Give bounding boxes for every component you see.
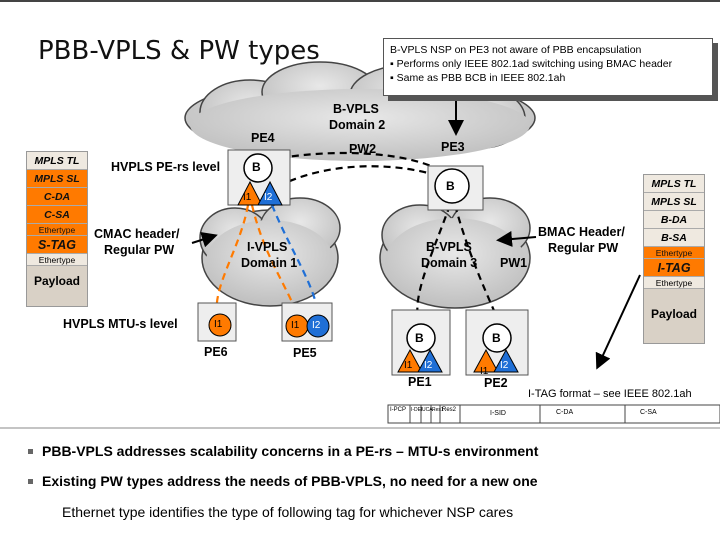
pw2-label: PW2 [349, 142, 377, 156]
page-title: PBB-VPLS & PW types [38, 36, 320, 66]
pe4-i1-label: I1 [243, 192, 252, 203]
hvpls-pers-label: HVPLS PE-rs level [111, 160, 221, 174]
bullet-text: Existing PW types address the needs of P… [42, 473, 538, 489]
stack-cell: S-TAG [27, 236, 87, 254]
itag-field: C-SA [640, 409, 657, 416]
stack-cell: MPLS TL [644, 175, 704, 193]
pe6-label: PE6 [204, 345, 228, 359]
stack-cell: C-DA [27, 188, 87, 206]
stack-payload: Payload [650, 307, 698, 321]
info-line-3: ▪ Same as PBB BCB in IEEE 802.1ah [390, 72, 566, 84]
cloud-top-line2: Domain 2 [329, 118, 386, 132]
itag-field: C-DA [556, 409, 574, 416]
stack-cell: MPLS SL [27, 170, 87, 188]
cmac-label-2: Regular PW [104, 243, 175, 257]
pe1-b-label: B [415, 331, 424, 345]
pe4-node [227, 149, 291, 206]
cloud-left-line1: I-VPLS [247, 240, 288, 254]
pe5-node [281, 302, 333, 342]
stack-payload: Payload [33, 274, 81, 288]
pe2-i1-label: I1 [480, 366, 489, 377]
itag-format-label: I-TAG format – see IEEE 802.1ah [528, 388, 692, 400]
cloud-b-vpls-domain-3 [379, 197, 531, 309]
pe6-i1-label: I1 [214, 319, 223, 330]
itag-field: Res1 [432, 407, 444, 413]
pw1-label: PW1 [500, 256, 528, 270]
itag-field: I-SID [490, 410, 506, 417]
pe3-node [427, 165, 484, 211]
pe2-label: PE2 [484, 376, 508, 390]
stack-cell: Ethertype [644, 247, 704, 259]
itag-field: I-DEI [411, 407, 423, 413]
itag-field: I-PCP [390, 407, 407, 413]
bmac-label-1: BMAC Header/ [538, 225, 625, 239]
itag-field: UCA [422, 407, 433, 413]
stack-cell: Ethertype [27, 254, 87, 266]
stack-cell: B-SA [644, 229, 704, 247]
cloud-top-line1: B-VPLS [333, 102, 379, 116]
cloud-right-line2: Domain 3 [421, 256, 478, 270]
info-line-1: B-VPLS NSP on PE3 not aware of PBB encap… [390, 44, 642, 56]
pe4-i2-label: I2 [264, 192, 273, 203]
pe2-node [465, 309, 529, 376]
cloud-left-line2: Domain 1 [241, 256, 298, 270]
pe5-label: PE5 [293, 346, 317, 360]
sub-text: Ethernet type identifies the type of fol… [62, 504, 514, 520]
pe4-label: PE4 [251, 131, 275, 145]
stack-cell: C-SA [27, 206, 87, 224]
cmac-label-1: CMAC header/ [94, 227, 180, 241]
pe3-label: PE3 [441, 140, 465, 154]
pe2-b-label: B [492, 331, 501, 345]
pe3-b-label: B [446, 179, 455, 193]
pe5-i1-label: I1 [291, 320, 300, 331]
top-rule [0, 0, 720, 2]
stack-cell: I-TAG [644, 259, 704, 277]
hvpls-mtus-label: HVPLS MTU-s level [63, 317, 178, 331]
pe1-label: PE1 [408, 375, 432, 389]
bullet-marker [28, 449, 33, 454]
itag-format-table-lines [387, 404, 720, 424]
info-callout: B-VPLS NSP on PE3 not aware of PBB encap… [383, 38, 713, 96]
pe2-i2-label: I2 [500, 360, 509, 371]
pe5-i2-label: I2 [312, 320, 321, 331]
bullet-text: PBB-VPLS addresses scalability concerns … [42, 443, 539, 459]
left-header-stack: MPLS TL MPLS SL C-DA C-SA Ethertype S-TA… [26, 151, 88, 307]
pe6-node [197, 302, 237, 342]
stack-cell: Ethertype [27, 224, 87, 236]
bmac-label-2: Regular PW [548, 241, 619, 255]
stack-cell: MPLS SL [644, 193, 704, 211]
right-header-stack: MPLS TL MPLS SL B-DA B-SA Ethertype I-TA… [643, 174, 705, 344]
stack-cell: Ethertype [644, 277, 704, 289]
pe1-i2-label: I2 [424, 360, 433, 371]
pe4-b-label: B [252, 160, 261, 174]
itag-field: Res2 [442, 407, 457, 413]
cloud-right-line1: B-VPLS [426, 240, 472, 254]
stack-cell: B-DA [644, 211, 704, 229]
bullet-marker [28, 479, 33, 484]
info-line-2: ▪ Performs only IEEE 802.1ad switching u… [390, 58, 673, 70]
pe1-i1-label: I1 [404, 360, 413, 371]
stack-cell: MPLS TL [27, 152, 87, 170]
pe1-node [391, 309, 451, 376]
